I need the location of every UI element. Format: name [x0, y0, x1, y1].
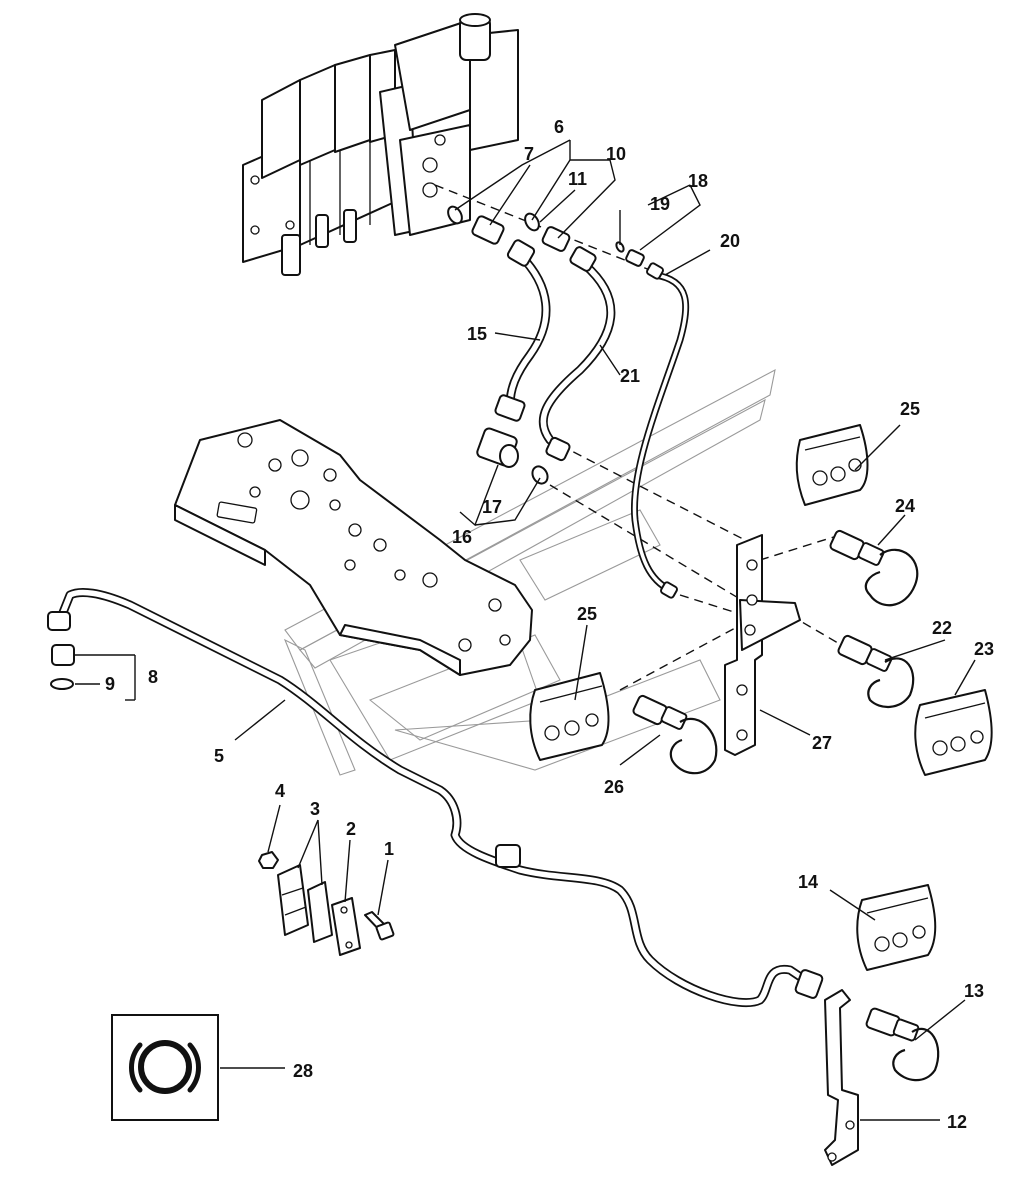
fittings-group — [47, 205, 824, 999]
bracket-12 — [824, 989, 859, 1166]
watermark-logo — [283, 368, 776, 776]
callout-1: 1 — [384, 839, 394, 859]
label-tag-14 — [856, 884, 937, 971]
callout-10: 10 — [606, 144, 626, 164]
pipe-20 — [630, 271, 690, 594]
bolt-1 — [364, 911, 395, 941]
pipe-15 — [505, 250, 551, 410]
callout-3: 3 — [310, 799, 320, 819]
pipe-5 — [55, 588, 810, 1008]
leader-lines — [75, 139, 976, 1121]
callout-6: 6 — [554, 117, 564, 137]
callout-12: 12 — [947, 1112, 967, 1132]
callout-15: 15 — [467, 324, 487, 344]
callout-17: 17 — [482, 497, 502, 517]
callout-25-mid: 25 — [577, 604, 597, 624]
callout-9: 9 — [105, 674, 115, 694]
callout-7: 7 — [524, 144, 534, 164]
callout-8: 8 — [148, 667, 158, 687]
callout-19: 19 — [650, 194, 670, 214]
callout-26: 26 — [604, 777, 624, 797]
callout-21: 21 — [620, 366, 640, 386]
pipe-21 — [538, 260, 616, 445]
callout-labels: 6 7 10 11 18 19 20 15 21 25 24 17 16 25 … — [105, 117, 994, 1132]
clamp-3 — [277, 864, 333, 943]
callout-2: 2 — [346, 819, 356, 839]
callout-13: 13 — [964, 981, 984, 1001]
callout-28: 28 — [293, 1061, 313, 1081]
callout-22: 22 — [932, 618, 952, 638]
pressure-switch-24 — [829, 529, 919, 607]
callout-24: 24 — [895, 496, 915, 516]
callout-11: 11 — [568, 169, 587, 189]
callout-14: 14 — [798, 872, 818, 892]
label-tag-25-mid — [529, 672, 610, 761]
callout-5: 5 — [214, 746, 224, 766]
nut-4 — [258, 851, 279, 869]
brake-warning-symbol-icon — [111, 1014, 219, 1121]
label-tag-25-top — [795, 424, 869, 506]
bracket-27 — [724, 534, 801, 756]
callout-16: 16 — [452, 527, 472, 547]
callout-23: 23 — [974, 639, 994, 659]
callout-20: 20 — [720, 231, 740, 251]
control-valve-block — [242, 13, 519, 276]
callout-4: 4 — [275, 781, 285, 801]
label-tag-23 — [914, 689, 993, 776]
callout-25-top: 25 — [900, 399, 920, 419]
pressure-switch-26 — [632, 694, 718, 775]
plate-2 — [331, 897, 361, 956]
pressure-switch-13 — [865, 1007, 940, 1082]
transmission-housing — [174, 419, 533, 676]
pressure-switch-22 — [837, 634, 915, 708]
callout-18: 18 — [688, 171, 708, 191]
callout-27: 27 — [812, 733, 832, 753]
